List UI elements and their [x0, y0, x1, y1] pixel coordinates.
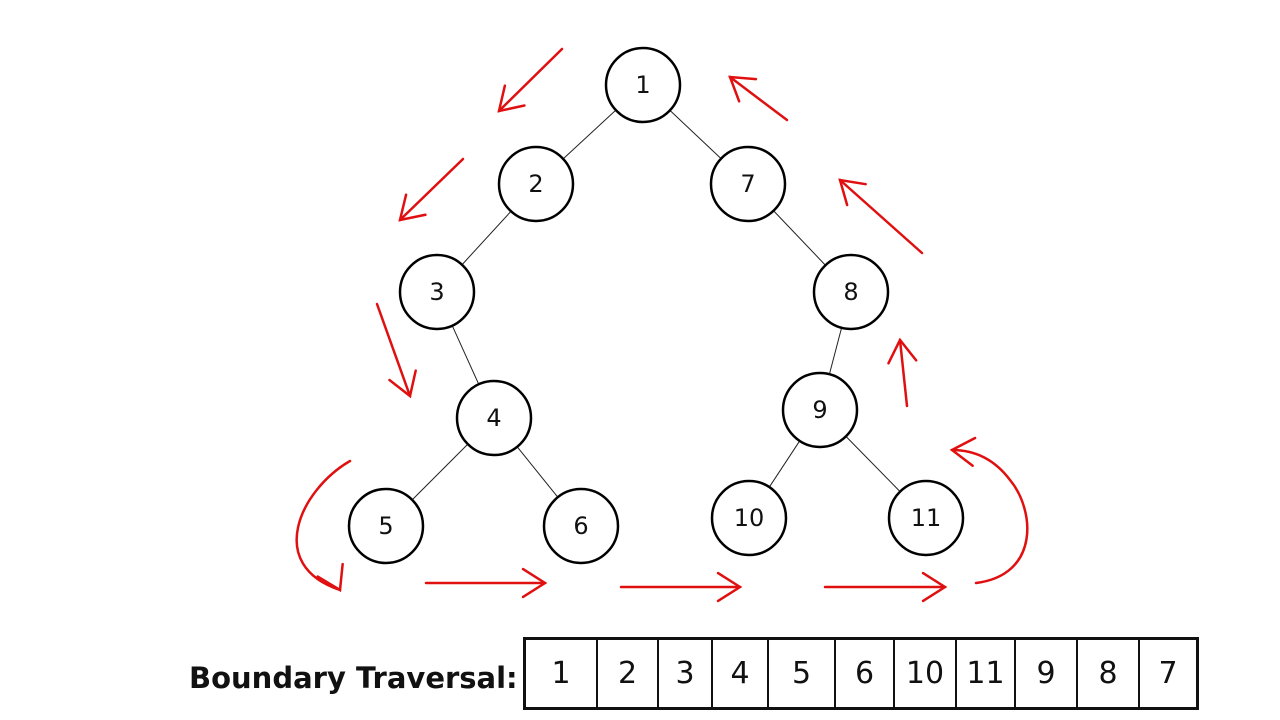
traversal-cell: 7	[1158, 656, 1178, 691]
traversal-cell: 4	[713, 640, 769, 707]
edge-3-4	[451, 325, 480, 385]
arrow-left-1	[497, 47, 564, 113]
arrow-right-3	[728, 75, 789, 122]
arrow-right-1	[887, 337, 918, 408]
node-circle	[709, 145, 787, 223]
arrow-bottom-1	[424, 567, 548, 599]
tree-node-11: 11	[887, 479, 965, 557]
node-circle	[887, 479, 965, 557]
arrow-curve-bottom-right	[949, 436, 1029, 585]
node-label: 5	[378, 512, 393, 540]
tree-node-6: 6	[542, 487, 620, 565]
node-label: 6	[573, 512, 588, 540]
arrow-left-3	[375, 302, 417, 399]
traversal-cell: 6	[836, 640, 895, 707]
edge-4-6	[516, 446, 559, 498]
node-label: 2	[528, 170, 543, 198]
edge-1-2	[562, 109, 617, 160]
tree-node-5: 5	[347, 487, 425, 565]
arrow-right-2	[838, 178, 924, 255]
tree-node-10: 10	[710, 479, 788, 557]
traversal-cell: 2	[598, 640, 659, 707]
tree-node-3: 3	[398, 253, 476, 331]
node-circle	[347, 487, 425, 565]
edge-4-5	[411, 443, 469, 501]
node-label: 4	[486, 404, 501, 432]
node-label: 9	[812, 396, 827, 424]
edge-8-9	[828, 327, 843, 375]
tree-node-7: 7	[709, 145, 787, 223]
node-label: 11	[911, 504, 942, 532]
node-label: 1	[635, 71, 650, 99]
node-circle	[497, 145, 575, 223]
traversal-cell: 5	[769, 640, 836, 707]
edge-2-3	[461, 210, 512, 266]
node-circle	[398, 253, 476, 331]
node-circle	[710, 479, 788, 557]
traversal-cell: 11	[957, 640, 1016, 707]
arrow-bottom-3	[823, 571, 948, 603]
tree-edges	[411, 109, 901, 501]
traversal-cell: 9	[1016, 640, 1078, 707]
arrow-curve-bottom-left	[295, 459, 352, 593]
arrow-left-2	[398, 157, 465, 222]
tree-node-9: 9	[781, 371, 859, 449]
traversal-cell: 1	[526, 640, 598, 707]
node-label: 7	[740, 170, 755, 198]
edge-9-11	[845, 436, 901, 492]
edge-1-7	[669, 110, 722, 159]
traversal-arrows	[295, 47, 1029, 603]
node-circle	[455, 379, 533, 457]
traversal-cell: 8	[1078, 640, 1140, 707]
traversal-cell: 10	[895, 640, 957, 707]
node-circle	[604, 46, 682, 124]
node-label: 3	[429, 278, 444, 306]
edge-7-8	[773, 210, 826, 266]
tree-node-1: 1	[604, 46, 682, 124]
arrow-bottom-2	[619, 571, 743, 603]
node-label: 10	[734, 504, 765, 532]
tree-node-4: 4	[455, 379, 533, 457]
node-circle	[812, 253, 890, 331]
tree-node-8: 8	[812, 253, 890, 331]
traversal-cell: 3	[659, 640, 713, 707]
node-label: 8	[843, 278, 858, 306]
edge-9-10	[768, 440, 801, 488]
tree-node-2: 2	[497, 145, 575, 223]
traversal-title: Boundary Traversal:	[189, 661, 518, 695]
tree-nodes: 1 2 3 4 5 6 7 8 9 10 11	[347, 46, 965, 565]
node-circle	[781, 371, 859, 449]
node-circle	[542, 487, 620, 565]
